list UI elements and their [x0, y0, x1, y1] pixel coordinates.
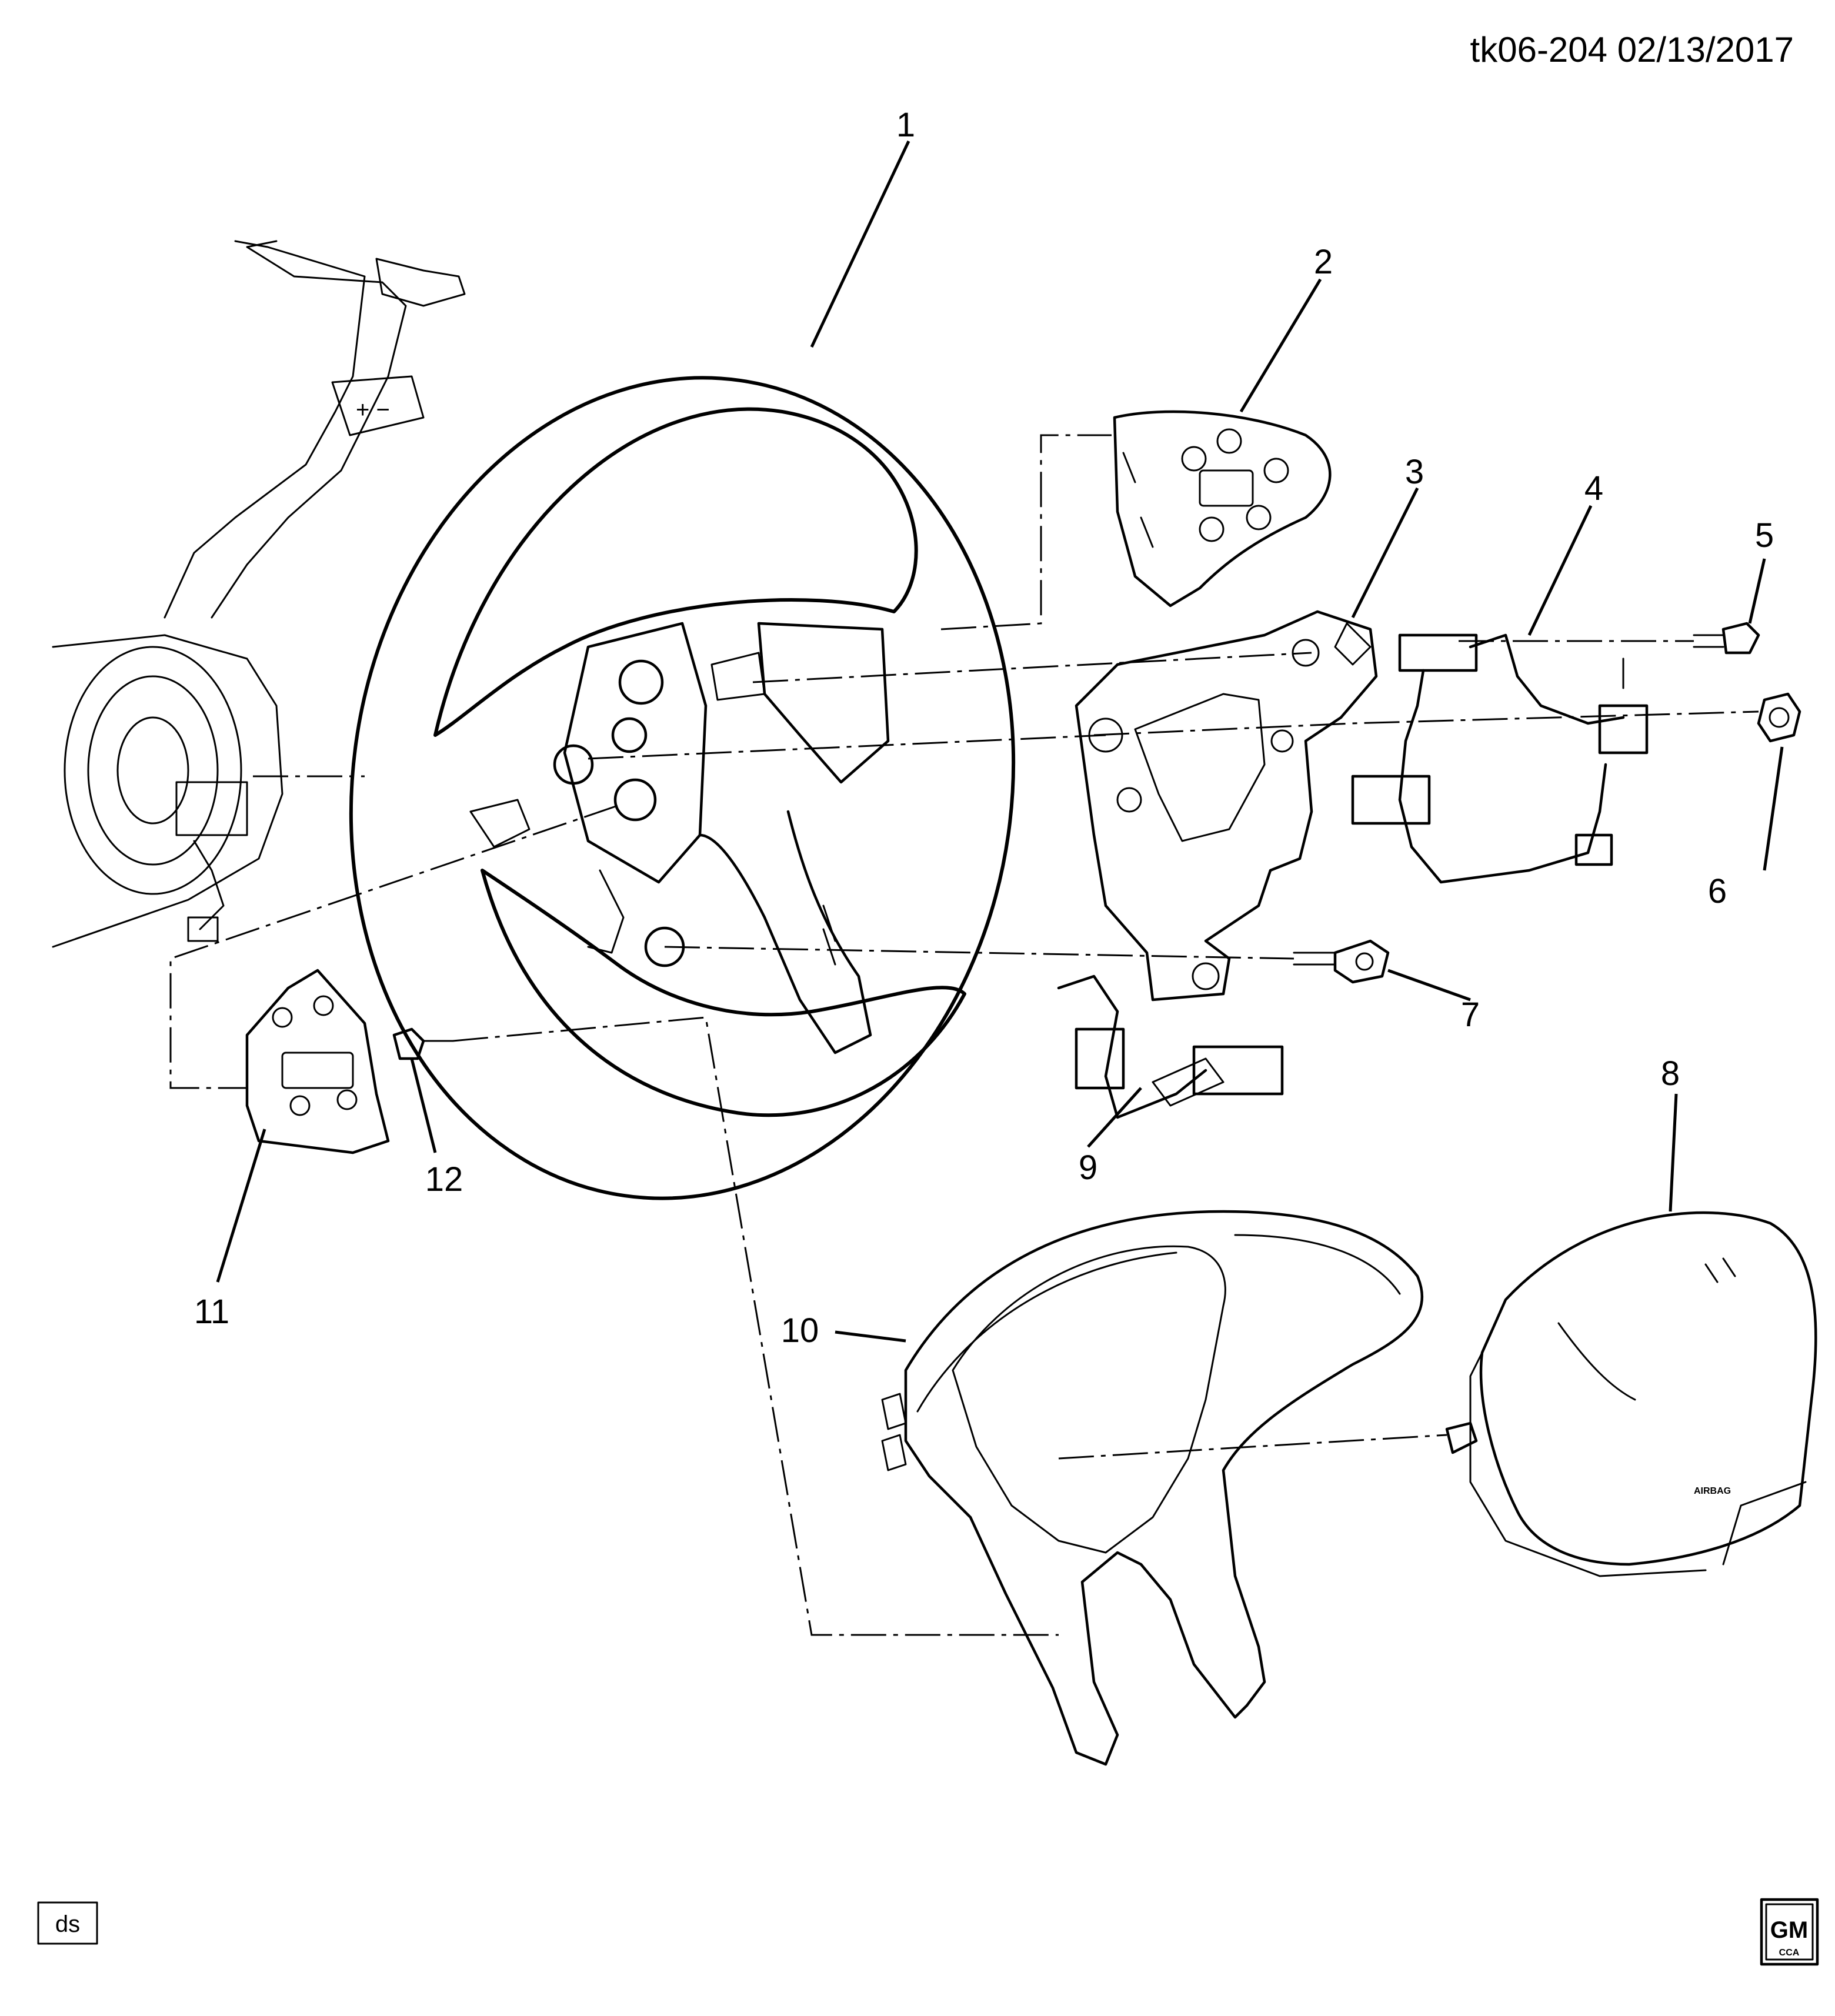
callout-12: 12	[425, 1160, 463, 1199]
svg-text:ds: ds	[55, 1911, 80, 1937]
bolt-5	[1693, 622, 1760, 655]
paddle-shifter: + −	[164, 240, 466, 619]
bolt-7	[1293, 939, 1390, 984]
callout-4: 4	[1584, 469, 1603, 508]
callout-6: 6	[1708, 872, 1727, 910]
diagram-code: tk06-204 02/13/2017	[1470, 30, 1794, 69]
left-switch-bezel	[245, 969, 390, 1154]
airbag-label: AIRBAG	[1694, 1486, 1731, 1496]
callout-11: 11	[194, 1293, 229, 1331]
leader-lines	[216, 140, 1784, 1343]
callout-7: 7	[1461, 996, 1480, 1034]
wheel-bracket	[1075, 610, 1378, 1002]
callout-2: 2	[1314, 243, 1333, 281]
svg-text:+ −: + −	[356, 397, 390, 423]
screw-12	[392, 1027, 454, 1060]
callout-labels: 1 2 3 4 5 6 7 8 9 10 11 12	[194, 106, 1774, 1350]
steering-column-assembly: + −	[52, 240, 466, 948]
airbag-module: AIRBAG	[1445, 1211, 1817, 1577]
nut-6	[1757, 692, 1801, 743]
wiring-harness	[1351, 633, 1649, 884]
right-switch-bezel	[1113, 410, 1332, 608]
callout-1: 1	[896, 106, 915, 144]
alignment-lines	[169, 434, 1759, 1636]
svg-text:GM: GM	[1770, 1917, 1808, 1943]
callout-10: 10	[781, 1311, 819, 1350]
callout-3: 3	[1405, 453, 1424, 491]
svg-text:CCA: CCA	[1779, 1948, 1800, 1958]
trim-cover	[881, 1210, 1424, 1766]
callout-8: 8	[1661, 1054, 1680, 1093]
callout-9: 9	[1079, 1149, 1097, 1187]
gm-logo-icon: GM CCA	[1760, 1898, 1819, 1966]
footer-tag: ds	[37, 1901, 98, 1945]
callout-5: 5	[1755, 516, 1774, 555]
horn-harness	[1057, 974, 1284, 1119]
steering-wheel	[349, 376, 1016, 1200]
clock-spring	[52, 634, 283, 948]
